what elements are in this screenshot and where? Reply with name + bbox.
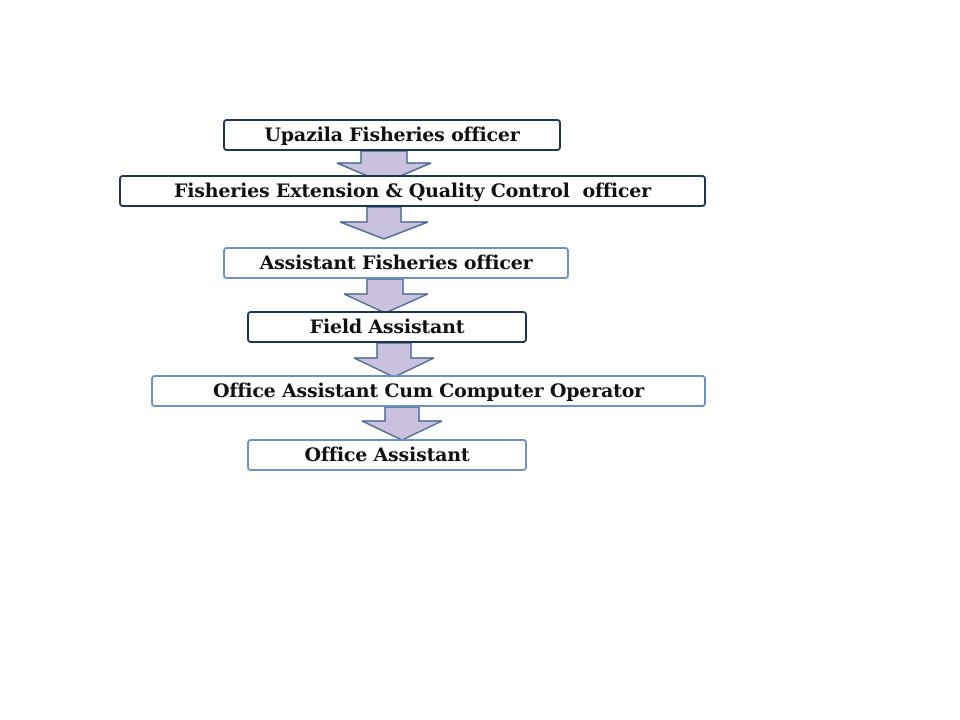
down-arrow-icon: [353, 342, 435, 378]
box-fisheries-extension-quality-control-officer: Fisheries Extension & Quality Control of…: [119, 175, 706, 207]
box-office-assistant-cum-computer-operator: Office Assistant Cum Computer Operator: [151, 375, 706, 407]
box-label: Assistant Fisheries officer: [259, 252, 533, 274]
box-assistant-fisheries-officer: Assistant Fisheries officer: [223, 247, 569, 279]
box-label: Field Assistant: [309, 316, 465, 338]
down-arrow-icon: [339, 206, 429, 240]
box-label: Office Assistant: [304, 444, 470, 466]
down-arrow-icon: [343, 278, 429, 314]
box-field-assistant: Field Assistant: [247, 311, 527, 343]
box-label: Office Assistant Cum Computer Operator: [213, 380, 644, 402]
box-office-assistant: Office Assistant: [247, 439, 527, 471]
box-label: Upazila Fisheries officer: [264, 124, 520, 146]
box-upazila-fisheries-officer: Upazila Fisheries officer: [223, 119, 561, 151]
down-arrow-icon: [361, 406, 443, 441]
box-label: Fisheries Extension & Quality Control of…: [174, 180, 651, 202]
